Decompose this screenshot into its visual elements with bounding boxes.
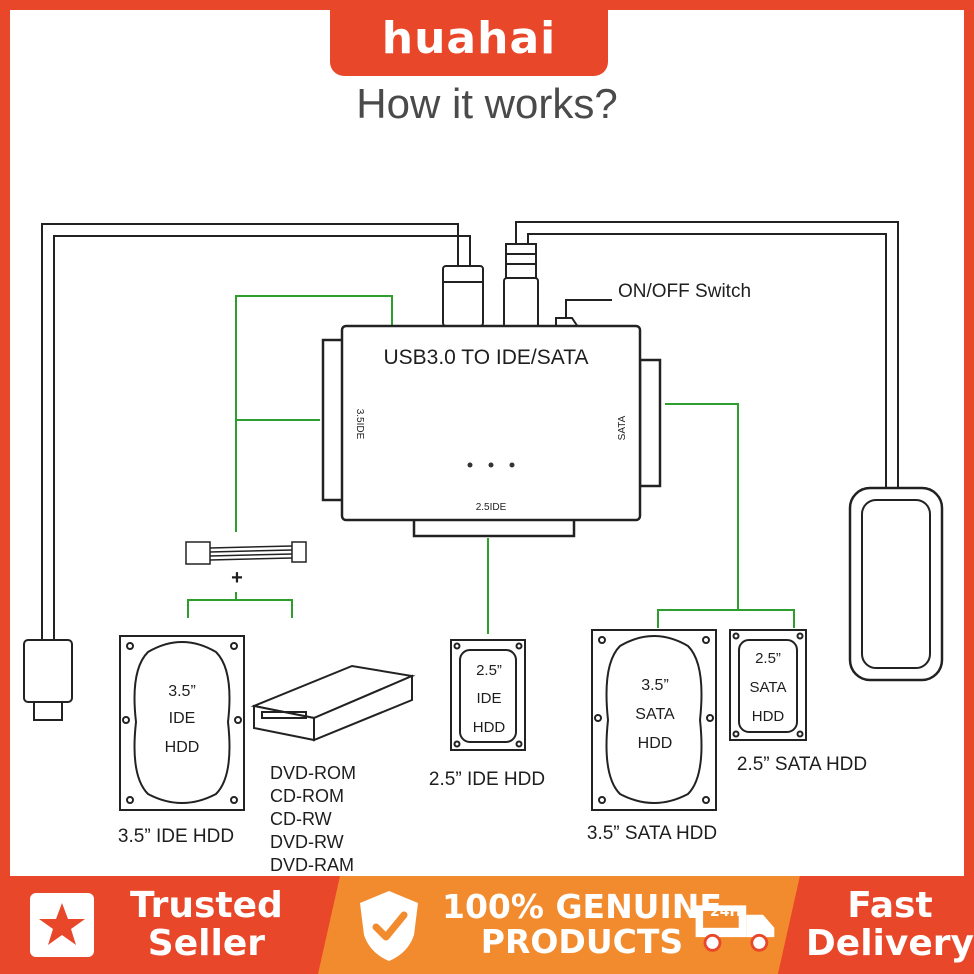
shield-check-icon [360, 891, 418, 961]
sata35-line-3: HDD [638, 735, 673, 752]
sata25-line-2: SATA [750, 679, 787, 696]
optical-line-1: DVD-ROM [270, 763, 356, 783]
fast-line-1: Fast [847, 885, 933, 927]
ide25-line-1: 2.5” [476, 662, 502, 679]
sata35-line-2: SATA [635, 706, 675, 723]
ide35-link [235, 295, 393, 532]
sata25-line-1: 2.5” [755, 650, 781, 667]
adapter-box [321, 324, 662, 538]
sata35-hdd [591, 629, 717, 811]
ide35-line-2: IDE [169, 710, 196, 727]
switch-pointer: ON/OFF Switch [555, 281, 751, 331]
usb-a-tip [33, 701, 63, 721]
ide35-line-3: HDD [165, 739, 200, 756]
sata-fork [657, 609, 795, 628]
power-plug-ridges [505, 243, 537, 279]
sata25-hdd [729, 629, 807, 741]
brand-name: huahai [381, 12, 557, 64]
genuine-products-badge: 100% GENUINE PRODUCTS [340, 876, 780, 974]
led-2 [488, 462, 494, 468]
right-port-label: SATA [617, 415, 628, 440]
delivery-truck-icon [695, 905, 775, 952]
power-plus: + [231, 567, 243, 589]
usb-cable-outer [41, 223, 459, 640]
power-cable [503, 221, 944, 682]
fast-line-2: Delivery [805, 923, 974, 964]
led-1 [467, 462, 473, 468]
trusted-seller-badge: Trusted Seller [20, 876, 320, 974]
power-plug-body [503, 277, 539, 329]
ide25-line-3: HDD [473, 719, 506, 736]
usb-cable-inner [53, 235, 471, 640]
usb-cable [23, 223, 484, 721]
led-3 [509, 462, 515, 468]
usb-plug-body [442, 265, 484, 327]
power-adapter [848, 486, 944, 682]
sata-link [665, 403, 739, 610]
fast-delivery-badge: 24H Fast Delivery [690, 876, 974, 974]
optical-line-4: DVD-RW [270, 832, 344, 852]
ide25-line-2: IDE [476, 690, 501, 707]
sata25-line-3: HDD [752, 708, 785, 725]
genuine-line-2: PRODUCTS [480, 922, 684, 961]
sata35-caption: 3.5” SATA HDD [587, 823, 717, 844]
adapter-body [340, 324, 642, 522]
sata-port [638, 358, 662, 488]
trusted-line-2: Seller [147, 923, 265, 964]
sata25-caption: 2.5” SATA HDD [737, 754, 867, 775]
left-port-label: 3.5IDE [354, 409, 365, 440]
brand-tab: huahai [330, 0, 608, 76]
star-icon [30, 893, 94, 957]
sata35-line-1: 3.5” [641, 677, 669, 694]
optical-drive [250, 664, 416, 742]
bottom-port-label: 2.5IDE [476, 502, 507, 513]
page-title: How it works? [356, 80, 618, 127]
usb-a-connector [23, 639, 73, 703]
ide35-line-1: 3.5” [168, 683, 196, 700]
ide35-fork [187, 599, 293, 618]
molex-cable [185, 541, 307, 565]
switch-label: ON/OFF Switch [618, 281, 751, 302]
ide25-hdd [450, 639, 526, 751]
footer-banner: Trusted Seller 100% GENUINE PRODUCTS 24H… [0, 876, 974, 974]
optical-line-2: CD-ROM [270, 786, 344, 806]
trusted-line-1: Trusted [130, 885, 283, 927]
optical-line-5: DVD-RAM [270, 855, 354, 875]
power-cable-outer [515, 221, 899, 490]
power-adapter-inner [861, 499, 931, 669]
adapter-label: USB3.0 TO IDE/SATA [383, 346, 588, 369]
badge-24h: 24H [710, 904, 742, 920]
ide25-caption: 2.5” IDE HDD [429, 769, 545, 790]
ide35-caption: 3.5” IDE HDD [118, 826, 234, 847]
green-connectors [187, 295, 795, 634]
genuine-line-1: 100% GENUINE [442, 887, 722, 927]
optical-line-3: CD-RW [270, 809, 332, 829]
ide35-hdd [119, 635, 245, 811]
